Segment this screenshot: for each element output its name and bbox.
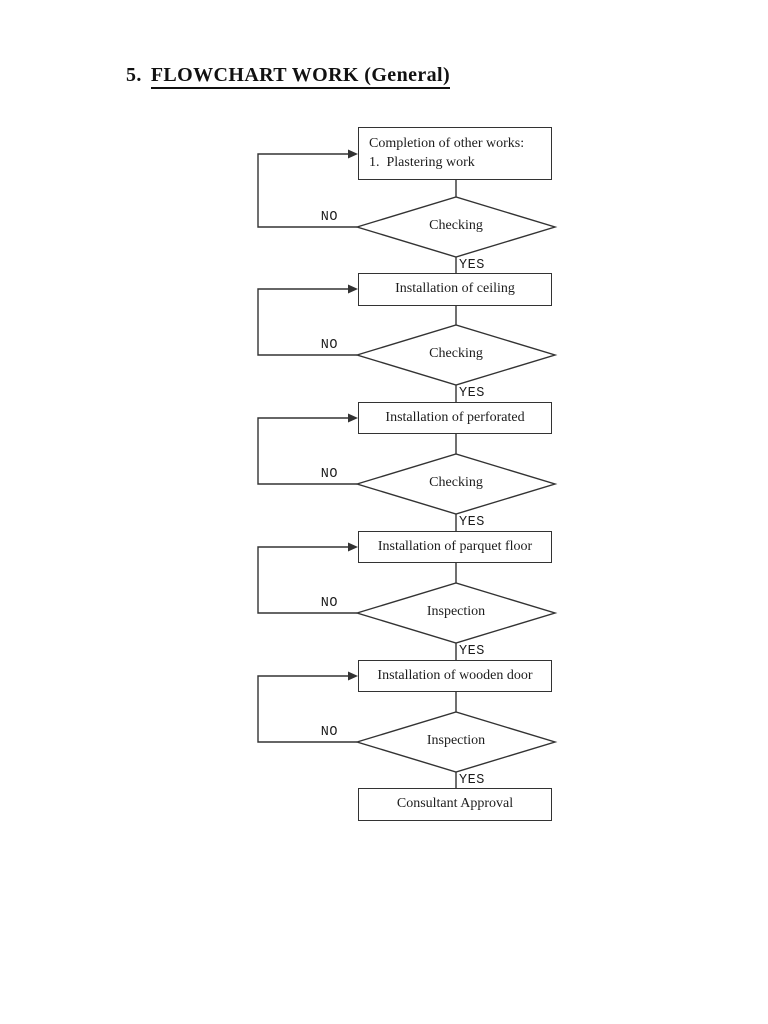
title-section-number: 5. (126, 64, 142, 86)
no-loop-path (257, 288, 357, 356)
arrow-head-icon (348, 413, 358, 423)
process-box-perforated: Installation of perforated (358, 402, 552, 434)
decision-label-checking-1: Checking (429, 218, 483, 233)
no-branch-label: NO (320, 467, 338, 482)
no-loop-path (257, 153, 357, 228)
yes-branch-label: YES (459, 386, 485, 401)
page-title: 5. FLOWCHART WORK (General) (126, 64, 451, 89)
yes-branch-label: YES (459, 258, 485, 273)
arrow-head-icon (348, 542, 358, 552)
title-text: FLOWCHART WORK (General) (150, 64, 451, 89)
decision-diamond (354, 711, 558, 773)
process-box-consultant-approval: Consultant Approval (358, 788, 552, 821)
no-loop-path (257, 675, 357, 743)
decision-label-checking-2: Checking (429, 346, 483, 361)
no-branch-label: NO (320, 210, 338, 225)
no-branch-label: NO (320, 725, 338, 740)
process-box-parquet-floor: Installation of parquet floor (358, 531, 552, 563)
no-loops (257, 153, 357, 743)
arrow-head-icon (348, 284, 358, 294)
process-box-wooden-door: Installation of wooden door (358, 660, 552, 692)
decision-diamond (354, 453, 558, 515)
arrow-head-icon (348, 671, 358, 681)
process-box-line1: Completion of other works: (369, 135, 525, 151)
no-branch-label: NO (320, 596, 338, 611)
no-branch-label: NO (320, 338, 338, 353)
yes-branch-label: YES (459, 644, 485, 659)
process-box-completion: Completion of other works: 1. Plastering… (358, 127, 552, 180)
yes-branch-label: YES (459, 773, 485, 788)
decision-label-inspection-2: Inspection (426, 733, 486, 748)
yes-branch-label: YES (459, 515, 485, 530)
decision-diamond (354, 582, 558, 644)
process-box-line2: 1. Plastering work (369, 154, 475, 170)
decision-diamond (354, 196, 558, 258)
arrow-head-icon (348, 149, 358, 159)
process-box-ceiling: Installation of ceiling (358, 273, 552, 306)
decision-label-checking-3: Checking (429, 475, 483, 490)
decision-label-inspection-1: Inspection (426, 604, 486, 619)
no-loop-path (257, 546, 357, 614)
arrowheads (348, 149, 358, 681)
decision-diamond (354, 324, 558, 386)
decision-diamonds (354, 196, 558, 773)
no-loop-path (257, 417, 357, 485)
